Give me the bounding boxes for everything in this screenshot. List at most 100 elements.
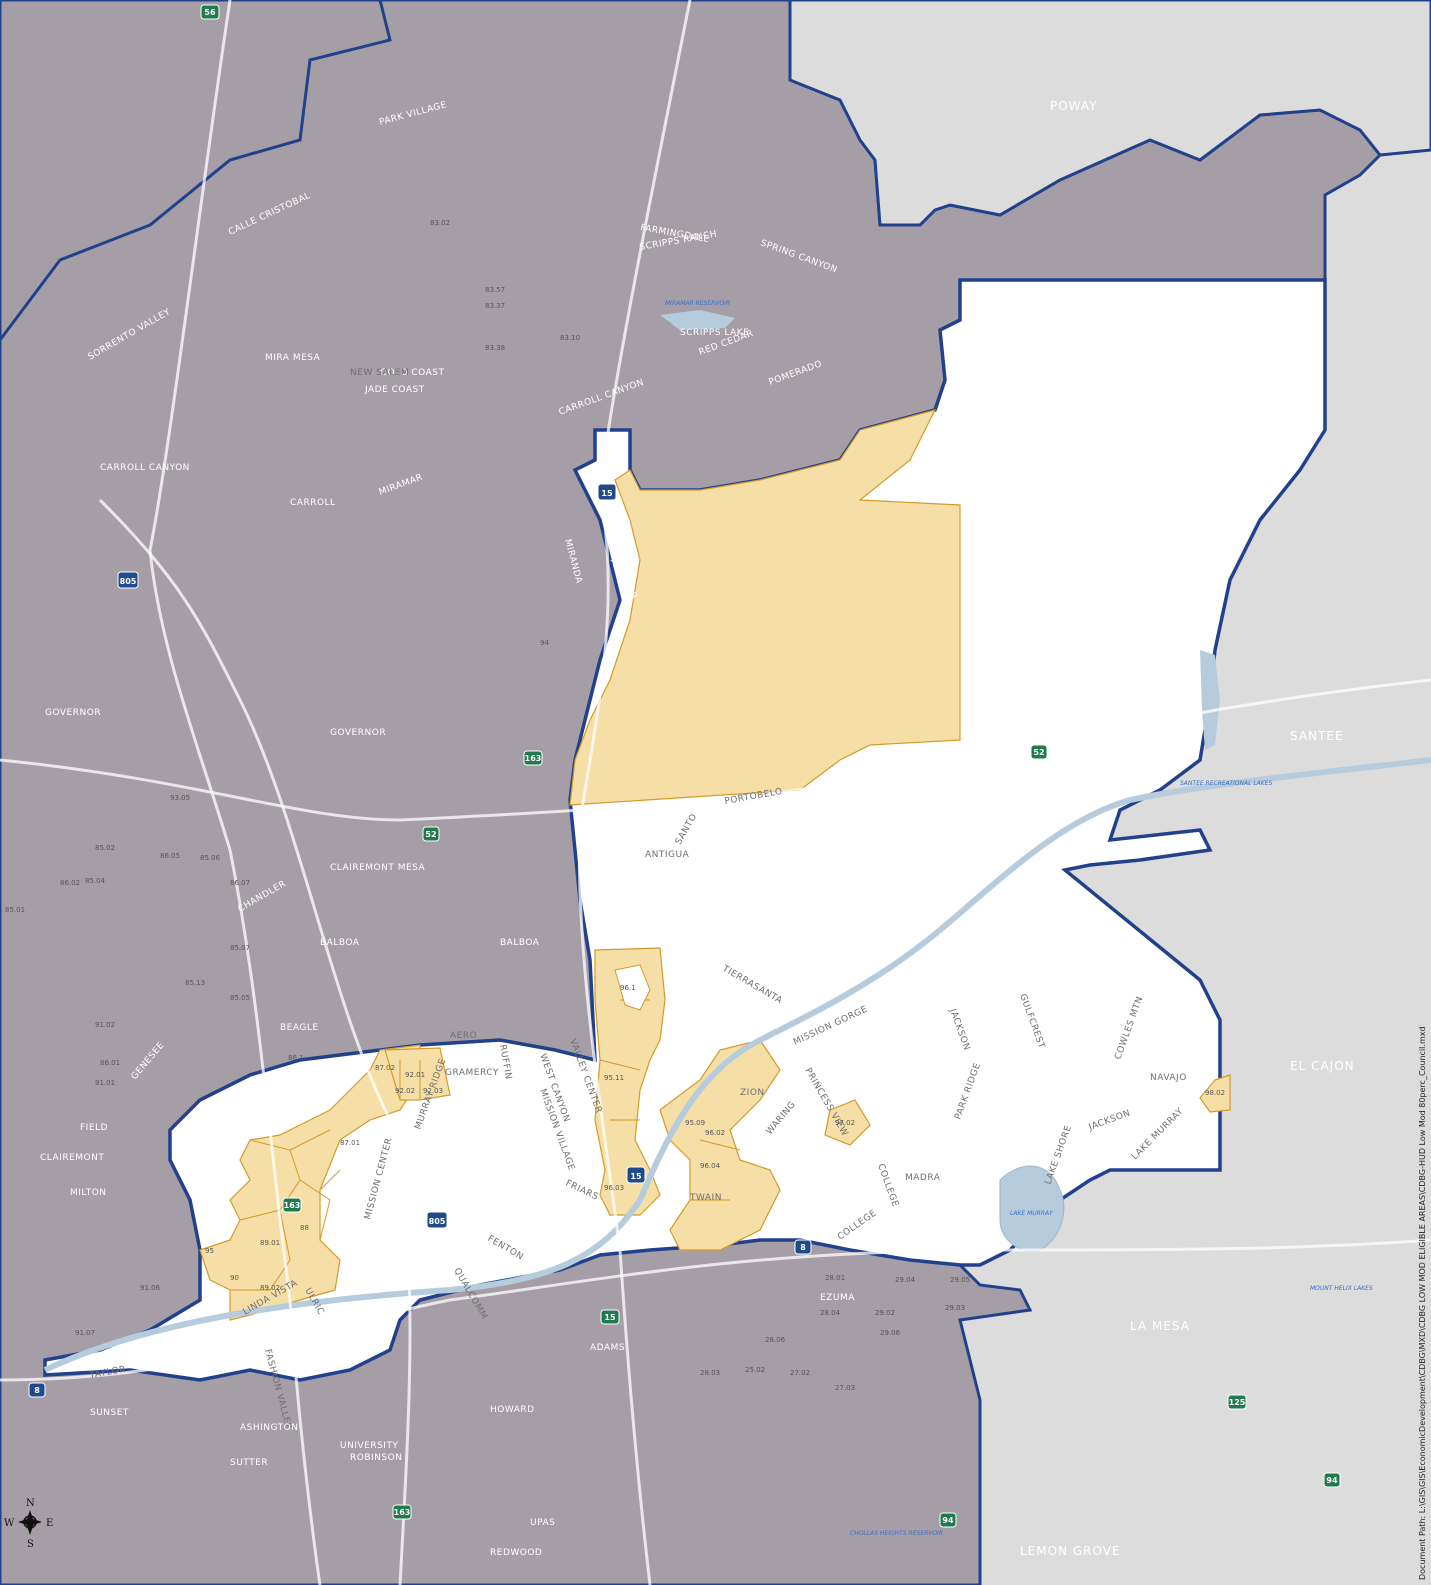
svg-text:85.06: 85.06 bbox=[200, 854, 221, 862]
svg-text:SUNSET: SUNSET bbox=[90, 1408, 129, 1418]
svg-text:86.07: 86.07 bbox=[230, 879, 250, 887]
city-label-poway: POWAY bbox=[1050, 99, 1098, 113]
svg-text:GRAMERCY: GRAMERCY bbox=[445, 1068, 499, 1078]
svg-text:83.38: 83.38 bbox=[485, 344, 505, 352]
svg-text:27.02: 27.02 bbox=[790, 1369, 810, 1377]
shield-sr94-west: 94 bbox=[939, 1512, 957, 1528]
svg-text:AERO: AERO bbox=[450, 1031, 477, 1041]
svg-text:GOVERNOR: GOVERNOR bbox=[45, 708, 101, 718]
community-claremont-mesa: CLAIREMONT MESA bbox=[330, 863, 426, 873]
svg-text:28.01: 28.01 bbox=[825, 1274, 845, 1282]
svg-text:CARROLL CANYON: CARROLL CANYON bbox=[100, 463, 190, 473]
svg-text:EZUMA: EZUMA bbox=[820, 1293, 855, 1303]
eligible-tract-94 bbox=[569, 409, 961, 806]
svg-text:163: 163 bbox=[284, 1201, 301, 1210]
svg-text:SCRIPPS LAKE: SCRIPPS LAKE bbox=[680, 328, 749, 338]
svg-text:15: 15 bbox=[604, 1313, 616, 1322]
svg-text:86.1: 86.1 bbox=[288, 1054, 304, 1062]
svg-text:92.02: 92.02 bbox=[395, 1087, 415, 1095]
svg-text:ROBINSON: ROBINSON bbox=[350, 1453, 402, 1463]
svg-text:UPAS: UPAS bbox=[530, 1518, 555, 1528]
svg-text:163: 163 bbox=[394, 1508, 411, 1517]
svg-text:W: W bbox=[4, 1518, 15, 1529]
shield-sr163-south: 163 bbox=[392, 1504, 412, 1520]
svg-text:96.04: 96.04 bbox=[700, 1162, 721, 1170]
svg-text:56: 56 bbox=[204, 8, 216, 17]
shield-i15-south: 15 bbox=[600, 1309, 620, 1325]
svg-text:90: 90 bbox=[230, 1274, 239, 1282]
svg-text:95.09: 95.09 bbox=[685, 1119, 705, 1127]
svg-text:8: 8 bbox=[800, 1243, 806, 1252]
miramar-reservoir-shape bbox=[660, 310, 735, 330]
svg-text:E: E bbox=[46, 1518, 53, 1529]
svg-text:94: 94 bbox=[1326, 1476, 1338, 1485]
shield-sr52-east: 52 bbox=[1030, 744, 1048, 760]
eligible-tract-98-02 bbox=[1199, 1074, 1231, 1113]
svg-text:85.05: 85.05 bbox=[230, 994, 250, 1002]
eligible-tracts-grantville bbox=[594, 947, 666, 1216]
svg-text:BEAGLE: BEAGLE bbox=[280, 1023, 319, 1033]
svg-text:NAVAJO: NAVAJO bbox=[1150, 1073, 1187, 1083]
svg-text:MILTON: MILTON bbox=[70, 1188, 107, 1198]
shield-i15-north: 15 bbox=[597, 483, 617, 501]
svg-text:96.03: 96.03 bbox=[604, 1184, 624, 1192]
svg-text:ZION: ZION bbox=[740, 1088, 765, 1098]
community-balboa: BALBOA bbox=[500, 938, 540, 948]
san-diego-river bbox=[43, 757, 1431, 1373]
shield-i8-west: 8 bbox=[28, 1382, 46, 1398]
svg-text:85.13: 85.13 bbox=[185, 979, 205, 987]
svg-text:CARROLL: CARROLL bbox=[290, 498, 336, 508]
eligible-tracts-mission-valley bbox=[384, 1047, 451, 1101]
svg-text:89.02: 89.02 bbox=[260, 1284, 280, 1292]
svg-text:52: 52 bbox=[425, 830, 436, 839]
svg-text:MIRA MESA: MIRA MESA bbox=[265, 353, 321, 363]
svg-text:89.01: 89.01 bbox=[260, 1239, 280, 1247]
poway-area bbox=[788, 0, 1431, 227]
svg-text:88: 88 bbox=[300, 1224, 309, 1232]
svg-text:86.02: 86.02 bbox=[60, 879, 80, 887]
svg-text:96.1: 96.1 bbox=[620, 984, 636, 992]
compass-rose: N S E W bbox=[4, 1498, 53, 1550]
water-label-lake-murray: LAKE MURRAY bbox=[1010, 1210, 1054, 1217]
svg-text:91.06: 91.06 bbox=[140, 1284, 161, 1292]
svg-text:8: 8 bbox=[34, 1386, 40, 1395]
document-path: Document Path: L:\GIS\GIS\EconomicDevelo… bbox=[1418, 1026, 1427, 1580]
svg-text:96.02: 96.02 bbox=[705, 1129, 725, 1137]
svg-text:CLAIREMONT: CLAIREMONT bbox=[40, 1153, 104, 1163]
svg-text:98.02: 98.02 bbox=[1205, 1089, 1225, 1097]
svg-text:25.02: 25.02 bbox=[745, 1366, 765, 1374]
svg-text:S: S bbox=[27, 1539, 34, 1550]
svg-text:REDWOOD: REDWOOD bbox=[490, 1548, 542, 1558]
svg-text:29.03: 29.03 bbox=[945, 1304, 965, 1312]
svg-text:94: 94 bbox=[942, 1516, 954, 1525]
svg-text:97.02: 97.02 bbox=[835, 1119, 855, 1127]
svg-text:28.04: 28.04 bbox=[820, 1309, 841, 1317]
svg-text:83.10: 83.10 bbox=[560, 334, 580, 342]
svg-text:87.01: 87.01 bbox=[340, 1139, 360, 1147]
svg-text:86.01: 86.01 bbox=[100, 1059, 120, 1067]
svg-text:29.02: 29.02 bbox=[875, 1309, 895, 1317]
svg-text:85.02: 85.02 bbox=[95, 844, 115, 852]
shield-sr163-middle: 163 bbox=[282, 1197, 302, 1213]
svg-text:805: 805 bbox=[429, 1217, 446, 1226]
svg-text:83.37: 83.37 bbox=[485, 302, 505, 310]
shield-sr125: 125 bbox=[1227, 1394, 1247, 1410]
svg-text:91.01: 91.01 bbox=[95, 1079, 115, 1087]
northwest-region bbox=[0, 0, 392, 343]
water-label-chollas: CHOLLAS HEIGHTS RESERVOIR bbox=[850, 1530, 943, 1537]
svg-text:163: 163 bbox=[525, 754, 542, 763]
svg-text:85.04: 85.04 bbox=[85, 877, 106, 885]
svg-text:94: 94 bbox=[540, 639, 549, 647]
svg-text:125: 125 bbox=[1229, 1398, 1246, 1407]
svg-text:91.02: 91.02 bbox=[95, 1021, 115, 1029]
svg-text:29.05: 29.05 bbox=[950, 1276, 970, 1284]
svg-text:85.07: 85.07 bbox=[230, 944, 250, 952]
community-gold-coast: GOLD COAST bbox=[380, 368, 444, 378]
svg-text:28.06: 28.06 bbox=[765, 1336, 786, 1344]
svg-text:83.02: 83.02 bbox=[430, 219, 450, 227]
svg-text:N: N bbox=[26, 1498, 35, 1509]
city-label-lemon-grove: LEMON GROVE bbox=[1020, 1544, 1121, 1558]
svg-text:ANTIGUA: ANTIGUA bbox=[645, 850, 690, 860]
